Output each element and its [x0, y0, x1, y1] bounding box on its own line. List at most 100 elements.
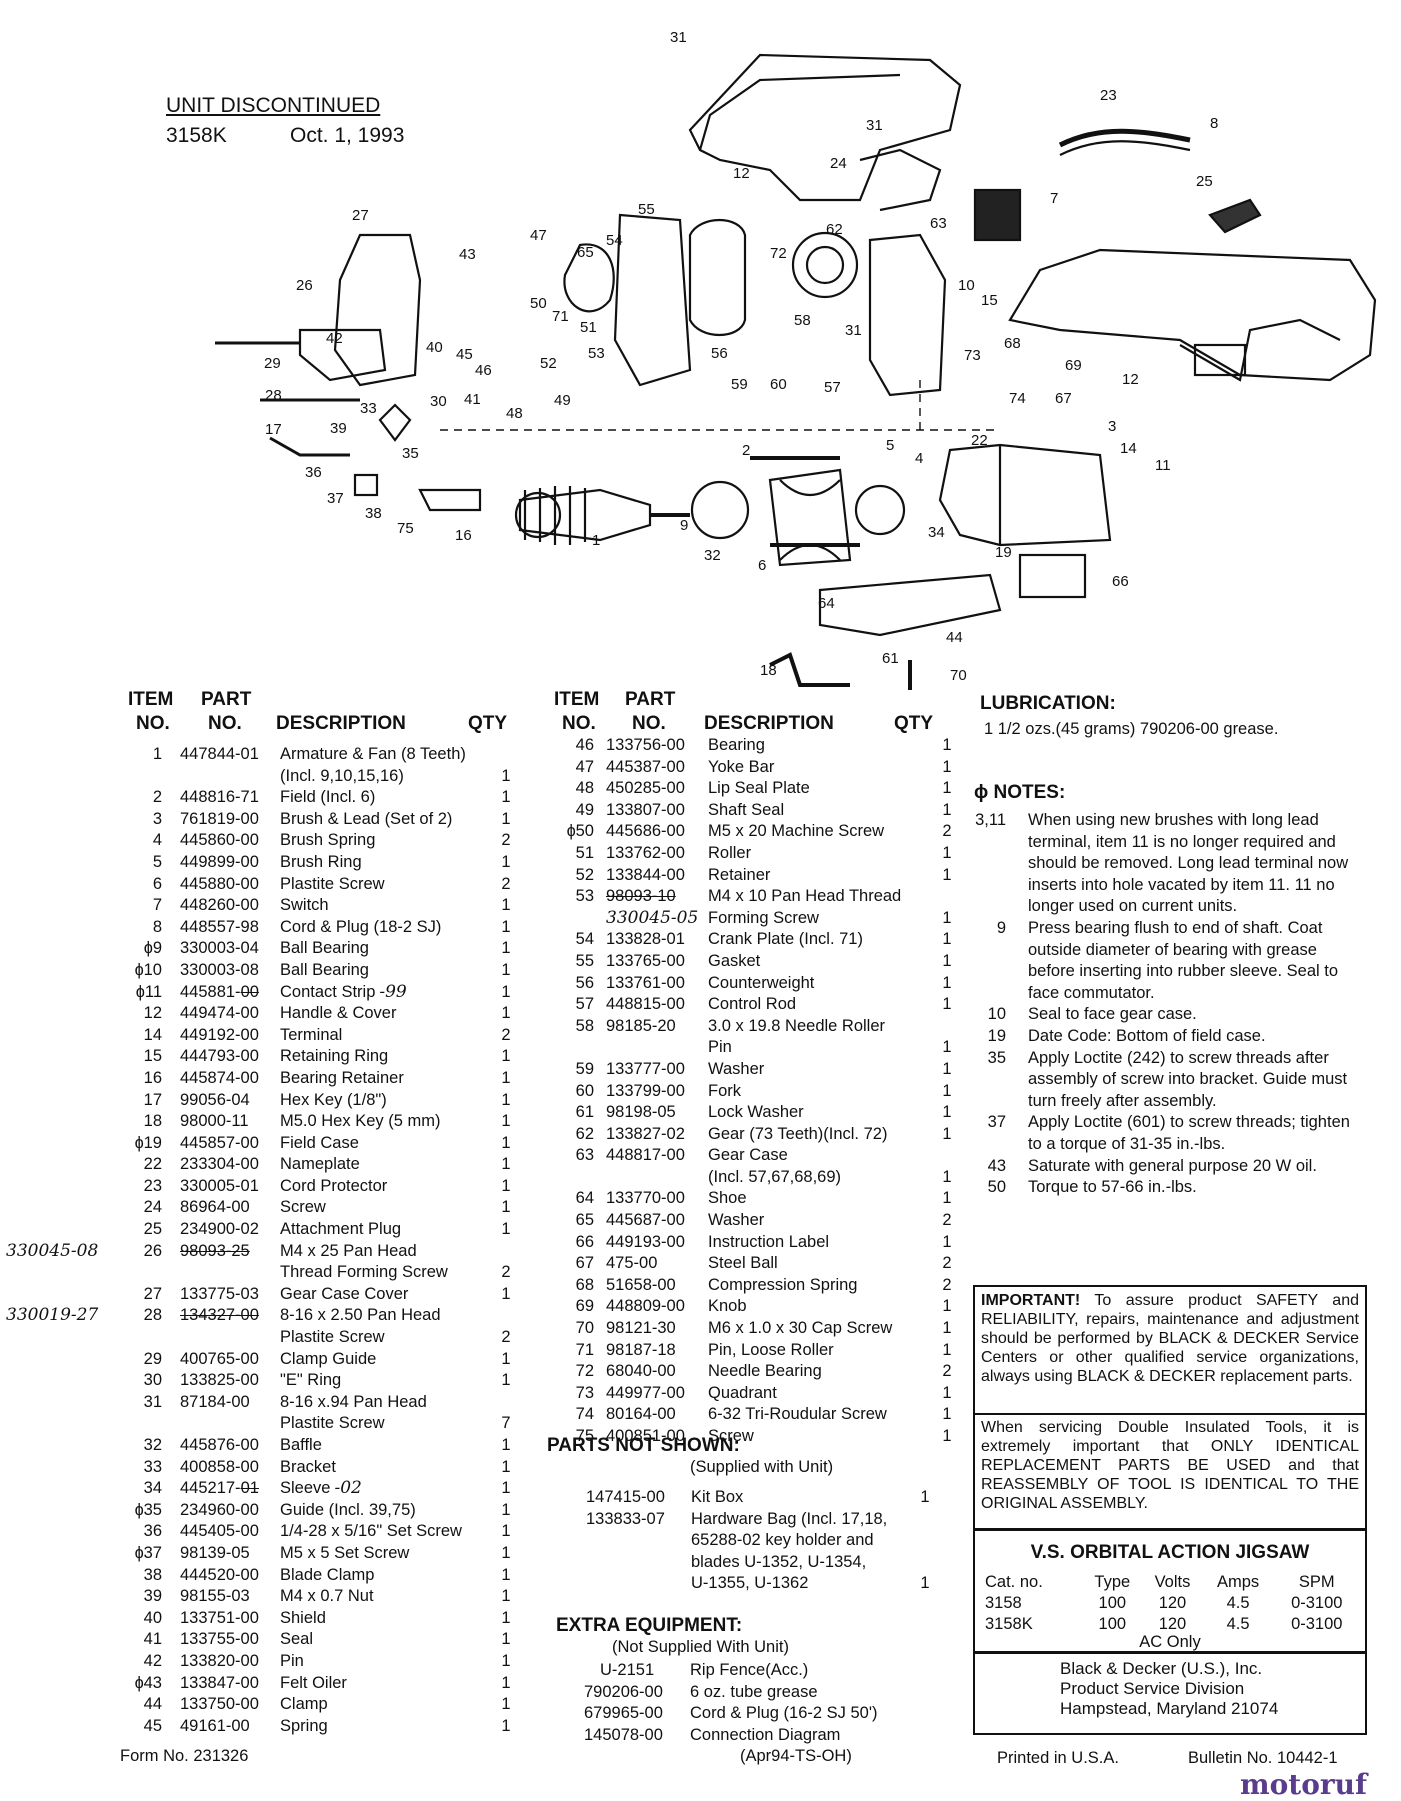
part-description: Hex Key (1/8"): [280, 1090, 387, 1109]
part-description: "E" Ring: [280, 1371, 342, 1390]
quantity: 1: [942, 1297, 952, 1316]
part-description: Seal: [280, 1630, 314, 1649]
part-description: Gear Case: [708, 1146, 788, 1165]
part-number: 133828-01: [606, 930, 685, 949]
item-number: 27: [143, 1284, 162, 1303]
diagram-callout: 43: [459, 246, 476, 263]
diagram-callout: 25: [1196, 173, 1213, 190]
double-insulated-note: When servicing Double Insulated Tools, i…: [981, 1419, 1359, 1512]
item-number: 55: [575, 951, 594, 970]
part-description: Brush Spring: [280, 831, 376, 850]
part-number: 51658-00: [606, 1275, 676, 1294]
part-number: 133770-00: [606, 1189, 685, 1208]
item-number: 22: [143, 1155, 162, 1174]
part-description: Thread Forming Screw: [280, 1263, 448, 1282]
diagram-callout: 7: [1050, 190, 1058, 207]
part-description: Washer: [708, 1059, 765, 1078]
part-description: Retainer: [708, 865, 771, 884]
part-description: Fork: [708, 1081, 741, 1100]
diagram-callout: 29: [264, 355, 281, 372]
spec-cell: 3158: [985, 1594, 1022, 1612]
quantity: 2: [501, 1328, 511, 1347]
diagram-callout: 49: [554, 392, 571, 409]
spec-cell: SPM: [1298, 1573, 1335, 1591]
item-number: 51: [575, 843, 594, 862]
part-description: Bearing: [708, 736, 765, 754]
part-description: Roller: [708, 843, 752, 862]
diagram-callout: 10: [958, 277, 975, 294]
item-number: ɸ10: [134, 960, 162, 979]
part-number: 98121-30: [606, 1319, 676, 1338]
part-number: 444520-00: [180, 1565, 259, 1584]
part-description: Armature & Fan (8 Teeth): [280, 745, 466, 763]
part-number: 445686-00: [606, 822, 685, 841]
part-description: Spring: [280, 1716, 328, 1735]
spec-cell: 4.5: [1226, 1615, 1250, 1633]
quantity: 1: [501, 1047, 511, 1066]
quantity: 1: [501, 1630, 511, 1649]
item-number: 41: [143, 1630, 162, 1649]
quantity: 1: [501, 917, 511, 936]
diagram-callout: 11: [1155, 457, 1171, 474]
item-number: 38: [143, 1565, 162, 1584]
diagram-callout: 31: [845, 322, 862, 339]
diagram-callout: 23: [1100, 87, 1117, 104]
part-description: Field (Incl. 6): [280, 788, 376, 807]
note-text: Saturate with general purpose 20 W oil.: [1028, 1156, 1317, 1175]
quantity: 1: [501, 896, 511, 915]
spec-cell: 120: [1158, 1594, 1187, 1612]
note-text: Seal to face gear case.: [1028, 1005, 1197, 1024]
extra-equipment-title: EXTRA EQUIPMENT:: [556, 1615, 743, 1636]
quantity: 1: [501, 1371, 511, 1390]
part-description: Sleeve-02: [280, 1478, 362, 1499]
table-row: blades U-1352, U-1354,: [540, 1552, 960, 1574]
quantity: 1: [942, 1081, 952, 1100]
part-number: 445876-00: [180, 1436, 259, 1454]
part-description: Bearing Retainer: [280, 1068, 404, 1087]
diagram-callout: 53: [588, 345, 605, 362]
part-description: Compression Spring: [708, 1275, 858, 1294]
item-number: 71: [575, 1340, 594, 1359]
item-number: ɸ37: [134, 1543, 162, 1562]
quantity: 1: [942, 1405, 952, 1424]
part-description: Gear Case Cover: [280, 1284, 409, 1303]
item-number: 4: [152, 831, 162, 850]
quantity: 1: [501, 1198, 511, 1217]
diagram-callout: 32: [704, 547, 721, 564]
spec-cell: Type: [1094, 1573, 1131, 1591]
part-description: Screw: [708, 1427, 754, 1445]
quantity: 1: [501, 1716, 511, 1735]
part-description: Knob: [708, 1297, 747, 1316]
spec-cell: 120: [1158, 1615, 1187, 1633]
quantity: 2: [501, 1025, 511, 1044]
quantity: 2: [942, 1275, 952, 1294]
item-number: 1: [152, 745, 162, 763]
diagram-callout: 60: [770, 376, 787, 393]
diagram-callout: 31: [866, 117, 883, 134]
item-number: 69: [575, 1297, 594, 1316]
quantity: 1: [501, 1695, 511, 1714]
item-number: 24: [143, 1198, 162, 1217]
part-description: Quadrant: [708, 1383, 777, 1402]
diagram-callout: 41: [464, 391, 481, 408]
extra-equipment-subtitle: (Not Supplied With Unit): [612, 1638, 789, 1656]
part-description: (Incl. 9,10,15,16): [280, 766, 404, 785]
diagram-callout: 65: [577, 244, 594, 261]
